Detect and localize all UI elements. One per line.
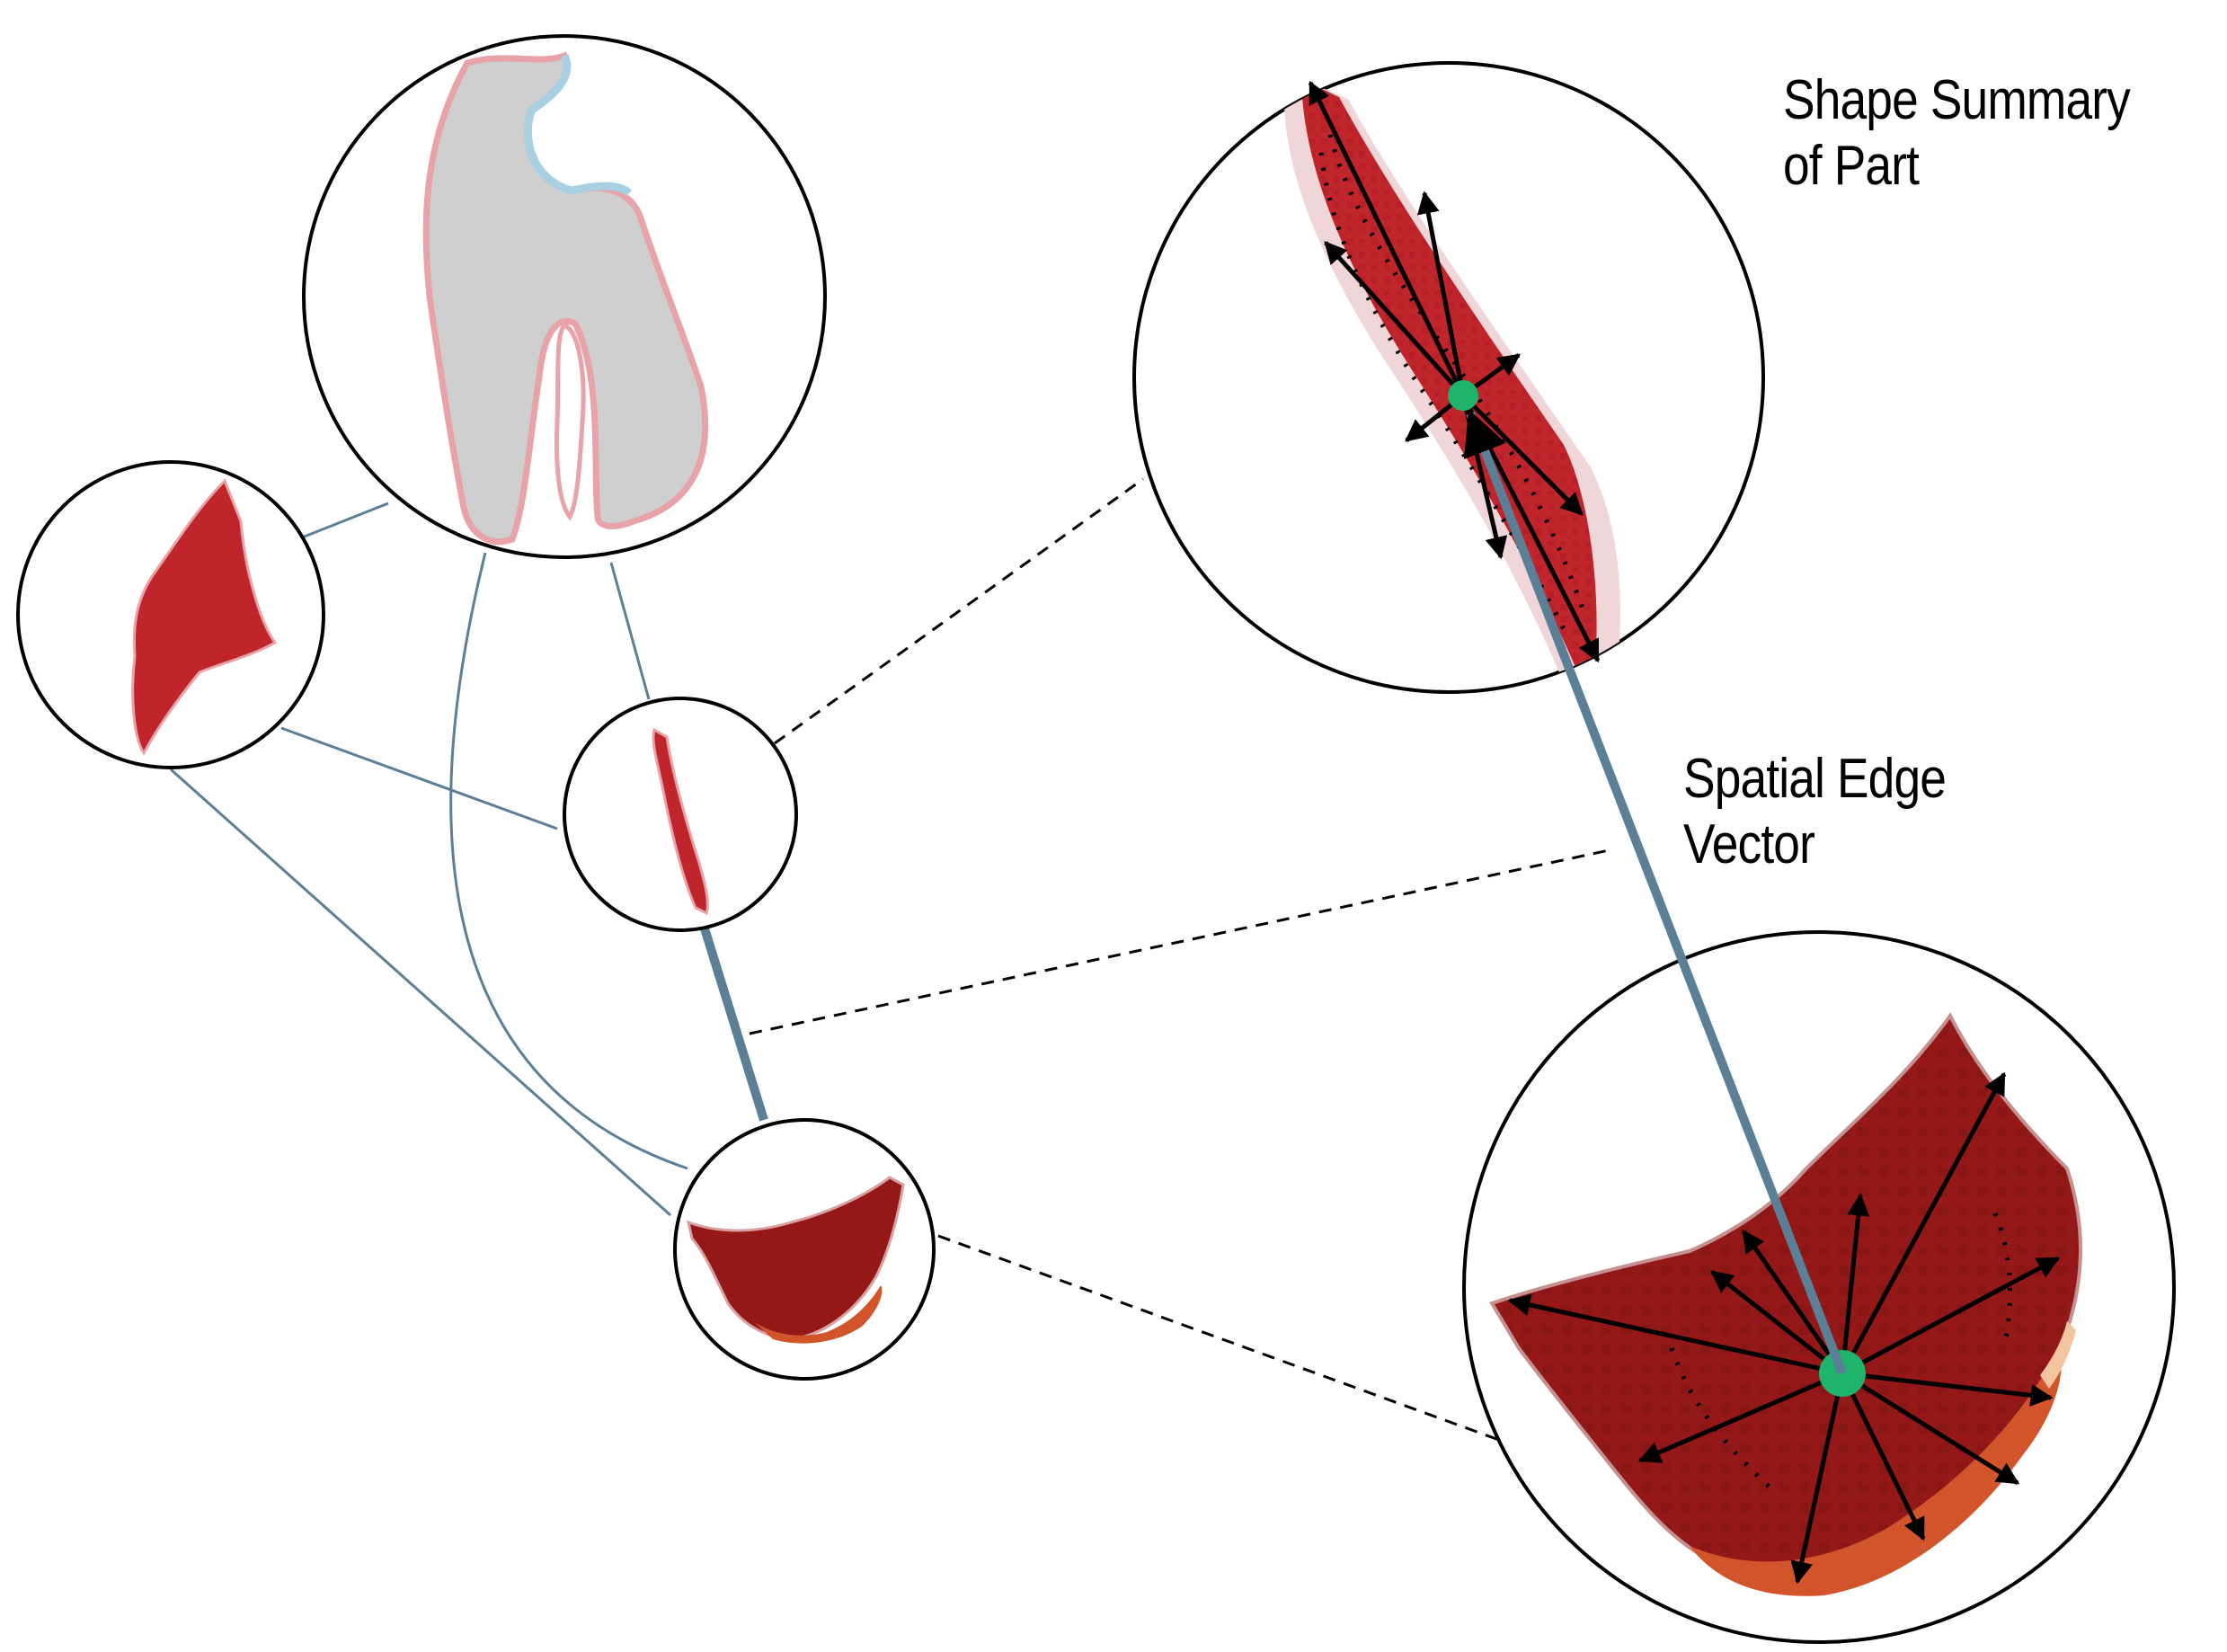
spatial-edge-vector xyxy=(1463,409,1847,1375)
bowl-part-shape xyxy=(686,1176,905,1341)
arrow-head-part-shape xyxy=(131,478,278,756)
spatial-edge-small xyxy=(700,927,768,1122)
leader-bowl-to-zoom xyxy=(937,1234,1500,1442)
leader-thin-to-zoom xyxy=(774,477,1144,745)
edge-arrow-head-to-bowl-part xyxy=(170,768,671,1217)
leader-edge-to-label xyxy=(749,848,1614,1035)
shape-summary-label-line2: of Part xyxy=(1783,135,1920,198)
centroid-dot-icon xyxy=(1448,380,1478,411)
spatial-edge-label-line2: Vector xyxy=(1683,813,1815,876)
bowl-part-orange-rim xyxy=(753,1285,883,1344)
leader-lines xyxy=(749,477,1614,1442)
spatial-edge-label: Spatial Edge Vector xyxy=(1683,746,1947,877)
graph-edges xyxy=(170,502,688,1217)
thin-part-shape xyxy=(652,727,709,916)
node-bowl-part xyxy=(673,1118,936,1381)
zoom-bowl-part-light-edge xyxy=(2040,1321,2076,1389)
shape-summary-label-line1: Shape Summary xyxy=(1783,69,2131,131)
zoom-bowl-part-dotted-contour xyxy=(1669,1212,2013,1494)
node-gray-part xyxy=(302,34,827,559)
zoom-thin-part xyxy=(1132,61,1765,694)
edge-arrow-head-to-thin-part xyxy=(280,726,558,830)
gray-part-blue-rim xyxy=(523,54,633,197)
gray-part-hole xyxy=(555,323,586,521)
node-thin-part xyxy=(563,697,798,932)
edge-arrow-head-to-gray-part xyxy=(297,502,389,541)
zoom-thin-part-dotted-contour xyxy=(1318,134,1586,631)
zoom-bowl-part xyxy=(1462,930,2176,1644)
zoom-thin-part-shape xyxy=(1301,79,1597,667)
node-arrow-head-part xyxy=(16,460,325,769)
spatial-edge-label-line1: Spatial Edge xyxy=(1683,748,1947,810)
edge-gray-part-to-thin-part xyxy=(609,562,651,700)
zoom-bowl-part-radial-arrows xyxy=(1507,1071,2061,1585)
shape-summary-label: Shape Summary of Part xyxy=(1783,67,2131,199)
zoom-bowl-part-orange-rim xyxy=(1690,1348,2062,1596)
edge-gray-part-to-bowl-part xyxy=(449,552,688,1170)
centroid-dot-icon xyxy=(1819,1350,1866,1397)
